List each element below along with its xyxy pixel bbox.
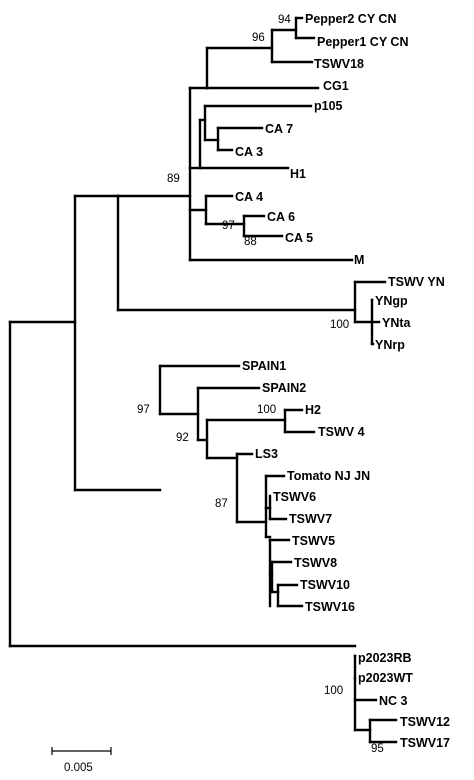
bootstrap-values: 94 96 89 97 88 100 97 92 100 87 100 95 (137, 14, 384, 755)
bootstrap-value: 97 (137, 404, 150, 416)
bootstrap-value: 88 (244, 236, 257, 248)
taxon-label: LS3 (255, 447, 278, 461)
taxon-label: TSWV6 (273, 490, 316, 504)
taxon-label: p105 (314, 99, 343, 113)
taxon-label: CA 6 (267, 210, 295, 224)
taxon-label: YNgp (375, 294, 408, 308)
taxon-label: p2023RB (358, 651, 412, 665)
scale-bar-label: 0.005 (64, 762, 93, 774)
taxon-label: TSWV7 (289, 512, 332, 526)
scale-bar: 0.005 (51, 747, 112, 774)
taxon-label: SPAIN2 (262, 381, 306, 395)
taxon-label: CA 5 (285, 231, 313, 245)
taxon-label: NC 3 (379, 694, 408, 708)
taxon-label: TSWV10 (300, 578, 350, 592)
taxon-label: CG1 (323, 79, 349, 93)
taxon-label: Tomato NJ JN (287, 469, 370, 483)
taxon-label: TSWV 4 (318, 425, 365, 439)
bootstrap-value: 94 (278, 14, 291, 26)
taxon-label: YNrp (375, 338, 405, 352)
taxon-label: SPAIN1 (242, 359, 286, 373)
taxon-label: TSWV YN (388, 275, 445, 289)
taxon-labels: Pepper2 CY CN Pepper1 CY CN TSWV18 CG1 p… (235, 12, 450, 750)
taxon-label: H1 (290, 167, 306, 181)
bootstrap-value: 100 (324, 685, 343, 697)
bootstrap-value: 95 (371, 743, 384, 755)
taxon-label: TSWV5 (292, 534, 335, 548)
taxon-label: CA 4 (235, 190, 263, 204)
bootstrap-value: 100 (330, 319, 349, 331)
taxon-label: Pepper2 CY CN (305, 12, 396, 26)
bootstrap-value: 100 (257, 404, 276, 416)
bootstrap-value: 96 (252, 32, 265, 44)
taxon-label: CA 7 (265, 122, 293, 136)
bootstrap-value: 89 (167, 173, 180, 185)
taxon-label: TSWV12 (400, 715, 450, 729)
taxon-label: YNta (382, 316, 412, 330)
bootstrap-value: 97 (222, 220, 235, 232)
taxon-label: TSWV18 (314, 57, 364, 71)
bootstrap-value: 87 (215, 498, 228, 510)
taxon-label: TSWV16 (305, 600, 355, 614)
taxon-label: M (354, 253, 364, 267)
bootstrap-value: 92 (176, 432, 189, 444)
taxon-label: TSWV8 (294, 556, 337, 570)
taxon-label: Pepper1 CY CN (317, 35, 408, 49)
taxon-label: p2023WT (358, 671, 413, 685)
taxon-label: CA 3 (235, 145, 263, 159)
taxon-label: TSWV17 (400, 736, 450, 750)
tree-branches (8, 16, 398, 744)
taxon-label: H2 (305, 403, 321, 417)
